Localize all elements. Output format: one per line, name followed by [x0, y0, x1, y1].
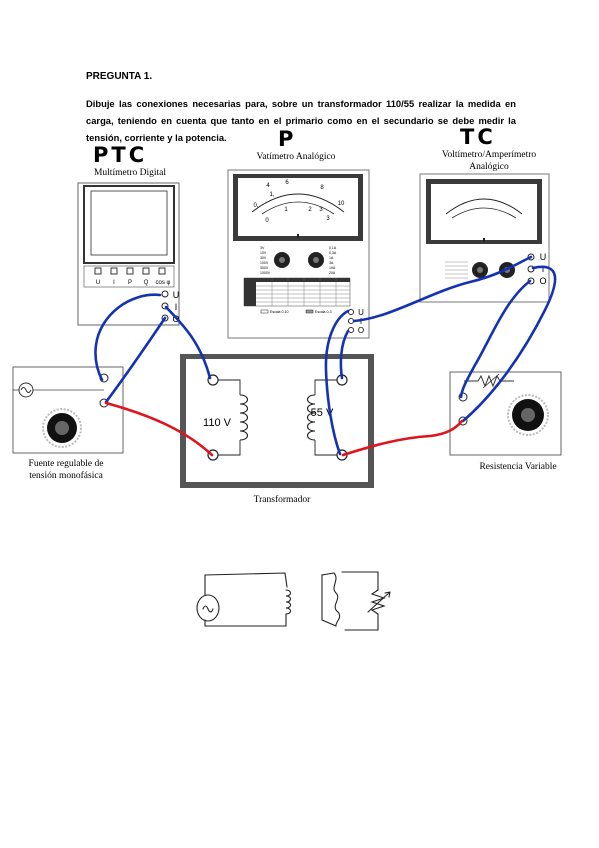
wm-constant-table: [243, 277, 351, 307]
handwritten-tc: TC: [460, 125, 496, 149]
resistor-device: [449, 371, 562, 456]
hand-sketch-schematic: [196, 571, 391, 631]
wm-scale-0b: 0,: [253, 203, 258, 209]
wire-source-to-primary: [104, 401, 214, 457]
source-label-1: Fuente regulable de: [28, 459, 104, 469]
wm-scale-1b: 1,: [269, 192, 274, 198]
resistor-icon: [464, 374, 514, 388]
wm-legend-1: Escala 0-10: [270, 310, 289, 314]
wire-mm-o-to-source: [104, 316, 167, 404]
source-device: [12, 366, 124, 454]
wm-scale-3b: 3: [319, 207, 323, 213]
mm-btn-i: I: [113, 280, 115, 286]
va-terminal-o: O: [539, 276, 546, 286]
wire-va-i-to-resistor: [461, 265, 557, 423]
resistor-label: Resistencia Variable: [479, 462, 557, 472]
mm-btn-cos: cos φ: [156, 280, 171, 286]
wattmeter-label: Vatímetro Analógico: [256, 152, 336, 162]
sketch-resistor-icon: [370, 589, 386, 615]
handwritten-ptc: PTC: [93, 143, 148, 167]
wm-legend-2: Escala 0-3: [315, 310, 332, 314]
mm-btn-p: P: [128, 280, 132, 286]
wm-scale-6: 6: [285, 180, 289, 186]
transformer-label: Transformador: [253, 495, 311, 505]
wm-range-100v: 100V: [260, 261, 269, 265]
voltammeter-label-2: Analógico: [469, 162, 509, 172]
mm-btn-u: U: [96, 280, 100, 286]
wm-terminal-o: O: [358, 326, 364, 335]
transformer-device: 110 V 55 V: [180, 354, 374, 488]
wm-range-3a: 3A: [329, 261, 334, 265]
wire-secondary-to-resistor: [341, 419, 464, 457]
wm-scale-10: 10: [338, 201, 345, 207]
wm-range-20a: 20A: [329, 271, 336, 275]
wm-scale-0: 0: [265, 218, 269, 224]
wattmeter-device: 0 1 2 3 4 6 8 10 0, 1, 3 3V 10V 30V 100V…: [227, 169, 370, 339]
wm-scale-1: 1: [284, 207, 288, 213]
question-text: Dibuje las conexiones necesarias para, s…: [86, 98, 516, 143]
source-label-2: tensión monofásica: [29, 471, 103, 481]
multimeter-device: U I P Q cos φ U I O: [77, 182, 180, 326]
voltammeter-device: U I O: [419, 173, 550, 303]
handwritten-p: P: [278, 127, 297, 151]
wire-va-o-to-resistor: [459, 279, 532, 399]
wm-range-30v: 30V: [260, 256, 267, 260]
wm-terminal-i: I: [360, 317, 362, 326]
wm-range-10v: 10V: [260, 251, 267, 255]
wm-range-1000v: 1000V: [260, 271, 271, 275]
voltammeter-label-1: Voltímetro/Amperímetro: [441, 150, 537, 160]
wiring: [94, 255, 557, 457]
wm-scale-2: 2: [308, 207, 312, 213]
wire-mm-i-to-primary: [164, 305, 212, 380]
mm-btn-q: Q: [144, 280, 149, 286]
primary-voltage: 110 V: [203, 417, 232, 429]
wire-wm-o-to-secondary: [339, 329, 350, 380]
wm-scale-3: 3: [326, 216, 330, 222]
sketch-ac-source-icon: [196, 594, 220, 622]
wire-wm-u-to-secondary: [324, 309, 350, 456]
mm-terminal-u: U: [173, 290, 180, 300]
wm-range-03a: 0,3A: [329, 251, 337, 255]
wm-scale-8: 8: [320, 185, 324, 191]
wm-range-01a: 0,1A: [329, 246, 337, 250]
wm-terminal-u: U: [358, 308, 364, 317]
wm-range-10a: 10A: [329, 266, 336, 270]
wm-scale-4: 4: [266, 183, 270, 189]
question-title: PREGUNTA 1.: [86, 71, 153, 82]
multimeter-label: Multímetro Digital: [93, 168, 167, 178]
wire-mm-u-to-source: [94, 293, 162, 382]
mm-terminal-i: I: [175, 302, 178, 312]
wire-wm-i-to-va-u: [352, 255, 533, 323]
va-terminal-u: U: [540, 252, 547, 262]
wm-range-1a: 1A: [329, 256, 334, 260]
va-terminal-i: I: [542, 264, 545, 274]
wm-range-3v: 3V: [260, 246, 265, 250]
wm-range-300v: 300V: [260, 266, 269, 270]
